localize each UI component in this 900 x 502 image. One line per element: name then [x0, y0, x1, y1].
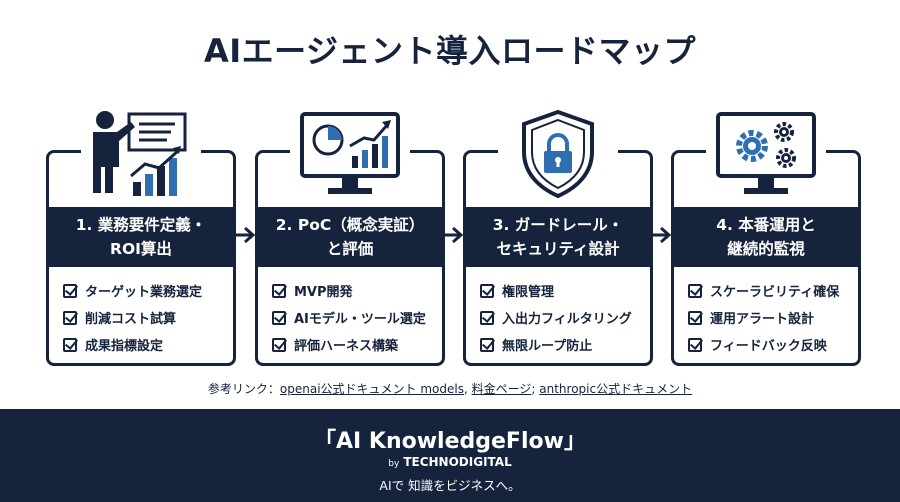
- checkbox-icon: [688, 310, 702, 325]
- step-4-title-line1: 4. 本番運用と: [716, 216, 816, 234]
- step-4-header: 4. 本番運用と 継続的監視: [671, 207, 861, 267]
- reference-links: 参考リンク：openai公式ドキュメント models, 料金ページ; anth…: [207, 382, 693, 396]
- checklist-item: ターゲット業務選定: [63, 277, 202, 304]
- checklist-item: 削減コスト試算: [63, 304, 202, 331]
- checkbox-icon: [272, 337, 286, 352]
- checklist-item: 評価ハーネス構築: [272, 331, 426, 358]
- step-2-title-line1: 2. PoC（概念実証）: [275, 216, 425, 234]
- checklist-item: 無限ループ防止: [480, 331, 632, 358]
- step-4-title-line2: 継続的監視: [727, 240, 805, 258]
- tagline: AIで 知識をビジネスへ。: [379, 478, 521, 493]
- arrow-right-icon: [444, 226, 464, 244]
- checkbox-icon: [480, 310, 494, 325]
- monitor-gears-icon: [706, 106, 826, 202]
- checklist-item: 入出力フィルタリング: [480, 304, 632, 331]
- step-1-checklist: ターゲット業務選定 削減コスト試算 成果指標設定: [63, 277, 202, 358]
- arrow-right-icon: [652, 226, 672, 244]
- checkbox-icon: [480, 283, 494, 298]
- step-3-title-line1: 3. ガードレール・: [492, 216, 624, 234]
- step-3-checklist: 権限管理 入出力フィルタリング 無限ループ防止: [480, 277, 632, 358]
- step-2-title-line2: と評価: [326, 240, 374, 258]
- checkbox-icon: [480, 337, 494, 352]
- checkbox-icon: [63, 283, 77, 298]
- step-2-checklist: MVP開発 AIモデル・ツール選定 評価ハーネス構築: [272, 277, 426, 358]
- checkbox-icon: [63, 337, 77, 352]
- checkbox-icon: [272, 310, 286, 325]
- arrow-right-icon: [236, 226, 256, 244]
- step-2-header: 2. PoC（概念実証） と評価: [255, 207, 445, 267]
- checklist-item: MVP開発: [272, 277, 426, 304]
- checklist-item: AIモデル・ツール選定: [272, 304, 426, 331]
- page-title: AIエージェント導入ロードマップ: [203, 32, 697, 70]
- roadmap-step-3-card: 3. ガードレール・ セキュリティ設計 権限管理 入出力フィルタリング 無限ルー…: [463, 150, 653, 366]
- checkbox-icon: [63, 310, 77, 325]
- step-1-header: 1. 業務要件定義・ ROI算出: [46, 207, 236, 267]
- step-3-header: 3. ガードレール・ セキュリティ設計: [463, 207, 653, 267]
- checklist-item: 権限管理: [480, 277, 632, 304]
- monitor-analytics-icon: [290, 106, 410, 202]
- reference-prefix: 参考リンク：: [207, 382, 280, 396]
- checklist-item: フィードバック反映: [688, 331, 839, 358]
- company-name: TECHNODIGITAL: [403, 455, 512, 469]
- step-3-title-line2: セキュリティ設計: [496, 240, 620, 258]
- checkbox-icon: [272, 283, 286, 298]
- step-4-checklist: スケーラビリティ確保 運用アラート設計 フィードバック反映: [688, 277, 839, 358]
- shield-lock-icon: [498, 106, 618, 202]
- checklist-item: スケーラビリティ確保: [688, 277, 839, 304]
- presenter-chart-icon: [81, 106, 201, 202]
- checklist-item: 成果指標設定: [63, 331, 202, 358]
- pricing-page-link[interactable]: 料金ページ: [471, 382, 532, 396]
- step-1-title-line2: ROI算出: [110, 240, 172, 258]
- brand-name: 「AI KnowledgeFlow」: [314, 429, 586, 454]
- checkbox-icon: [688, 337, 702, 352]
- step-1-title-line1: 1. 業務要件定義・: [75, 216, 207, 234]
- checklist-item: 運用アラート設計: [688, 304, 839, 331]
- checkbox-icon: [688, 283, 702, 298]
- anthropic-docs-link[interactable]: anthropic公式ドキュメント: [539, 382, 693, 396]
- openai-models-link[interactable]: openai公式ドキュメント models: [279, 382, 464, 396]
